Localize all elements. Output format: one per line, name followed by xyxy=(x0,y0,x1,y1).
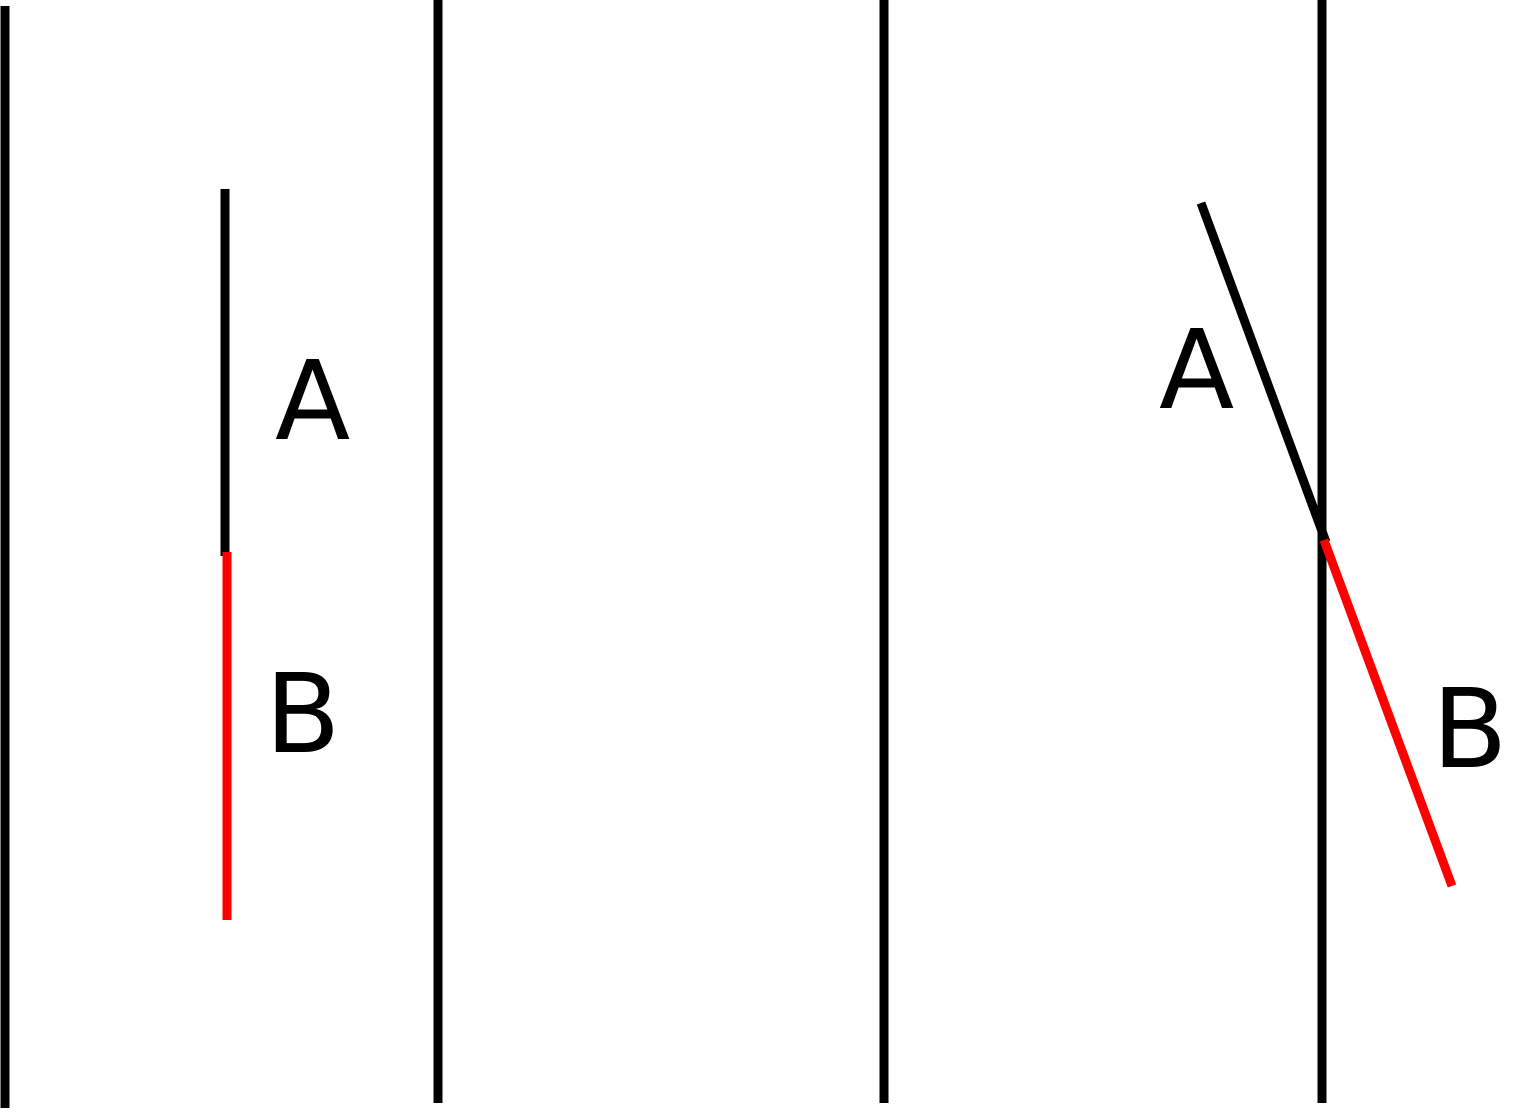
right-label-b: B xyxy=(1432,665,1507,793)
right-label-a: A xyxy=(1159,306,1234,434)
left-panel: A B xyxy=(220,189,350,920)
right-segment-a xyxy=(1196,201,1331,544)
right-panel: A B xyxy=(1159,201,1507,888)
right-segment-b xyxy=(1319,538,1457,888)
left-label-a: A xyxy=(275,337,350,465)
left-label-b: B xyxy=(265,650,340,778)
